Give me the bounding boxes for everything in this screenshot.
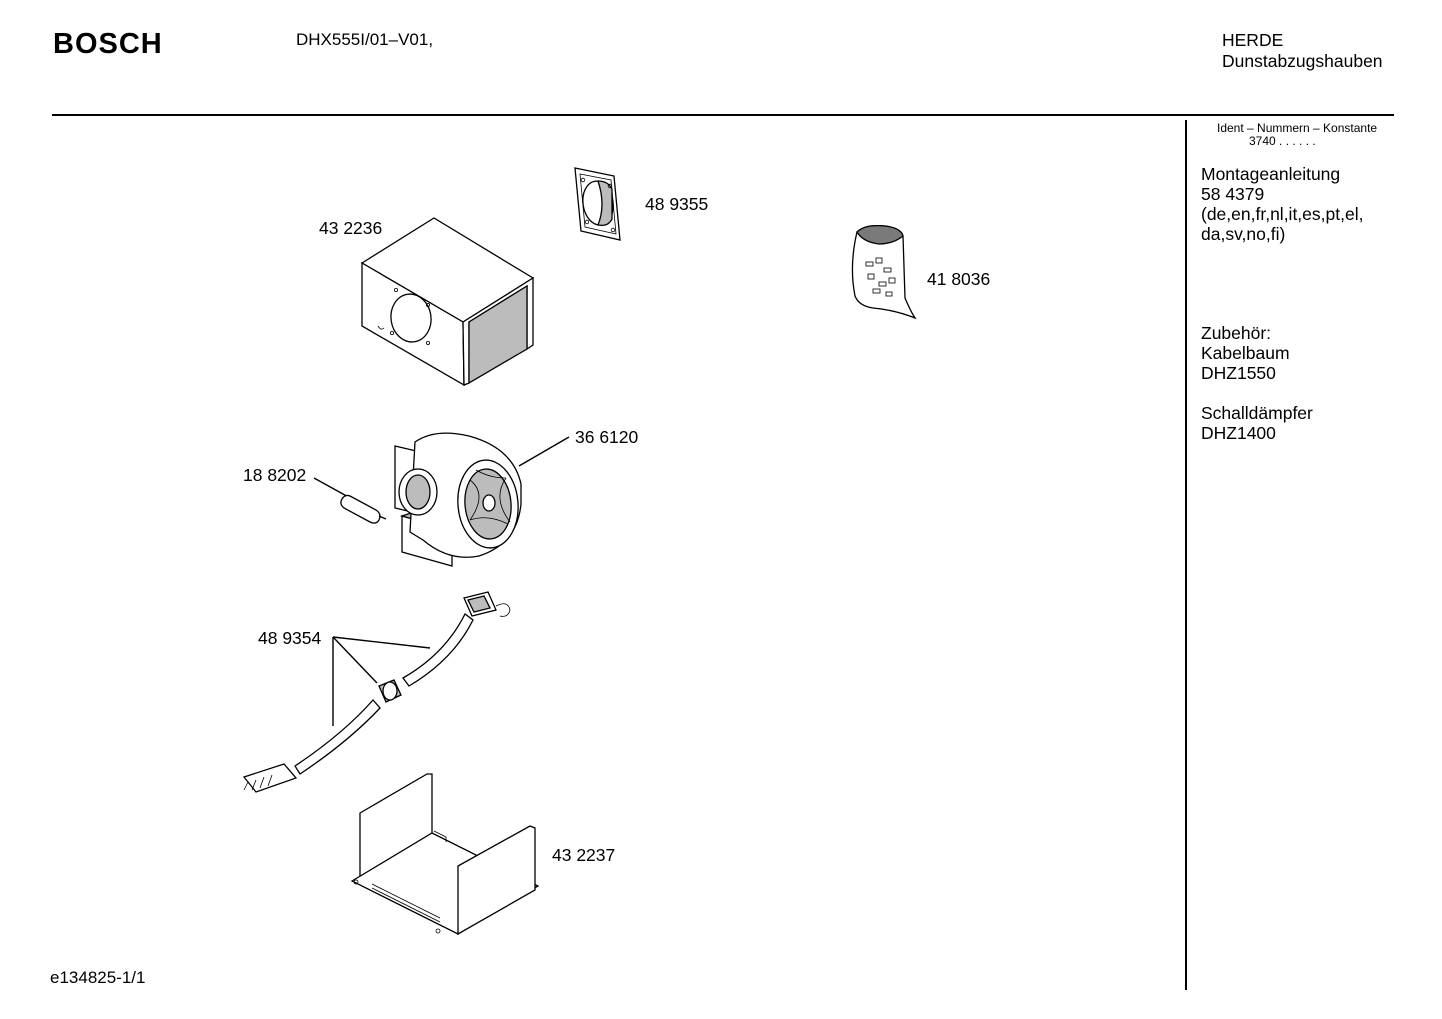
part-number-432236: 43 2236 xyxy=(319,218,382,238)
capacitor-drawing xyxy=(313,477,387,524)
part-number-489354: 48 9354 xyxy=(258,628,322,648)
cable-harness-drawing xyxy=(242,591,511,793)
category-line-1: HERDE xyxy=(1222,30,1284,50)
part-number-366120: 36 6120 xyxy=(575,427,639,447)
accessories-title: Zubehör: xyxy=(1201,323,1272,343)
model-number: DHX555I/01–V01, xyxy=(296,30,434,49)
ident-value: 3740 . . . . . . xyxy=(1249,134,1316,148)
duct-flange-drawing xyxy=(574,167,621,241)
category-block: HERDE Dunstabzugshauben xyxy=(1222,30,1383,72)
manual-title: Montageanleitung xyxy=(1201,164,1341,184)
ident-block: Ident – Nummern – Konstante 3740 . . . .… xyxy=(1217,122,1377,148)
document-id: e134825-1/1 xyxy=(50,968,146,987)
brand-logo: BOSCH xyxy=(53,28,163,60)
header-divider xyxy=(52,114,1394,116)
manual-languages-2: da,sv,no,fi) xyxy=(1201,224,1286,244)
accessory-1-code: DHZ1550 xyxy=(1201,363,1276,383)
housing-hood-drawing xyxy=(360,217,535,387)
category-line-2: Dunstabzugshauben xyxy=(1222,51,1383,71)
manual-block: Montageanleitung 58 4379 (de,en,fr,nl,it… xyxy=(1201,164,1363,244)
screw-bag-drawing xyxy=(851,224,917,320)
accessory-2-code: DHZ1400 xyxy=(1201,423,1276,443)
sidebar-divider xyxy=(1185,120,1187,990)
manual-languages-1: (de,en,fr,nl,it,es,pt,el, xyxy=(1201,204,1364,224)
accessory-1-name: Kabelbaum xyxy=(1201,343,1290,363)
part-number-432237: 43 2237 xyxy=(552,845,615,865)
part-number-489355: 48 9355 xyxy=(645,194,708,214)
manual-number: 58 4379 xyxy=(1201,184,1265,204)
part-number-188202: 18 8202 xyxy=(243,465,306,485)
accessories-block: Zubehör: Kabelbaum DHZ1550 Schalldämpfer… xyxy=(1201,323,1313,443)
part-number-418036: 41 8036 xyxy=(927,269,990,289)
ident-label: Ident – Nummern – Konstante xyxy=(1217,121,1378,135)
accessory-2-name: Schalldämpfer xyxy=(1201,403,1313,423)
mounting-bracket-drawing xyxy=(350,773,540,936)
blower-fan-drawing xyxy=(394,432,570,567)
